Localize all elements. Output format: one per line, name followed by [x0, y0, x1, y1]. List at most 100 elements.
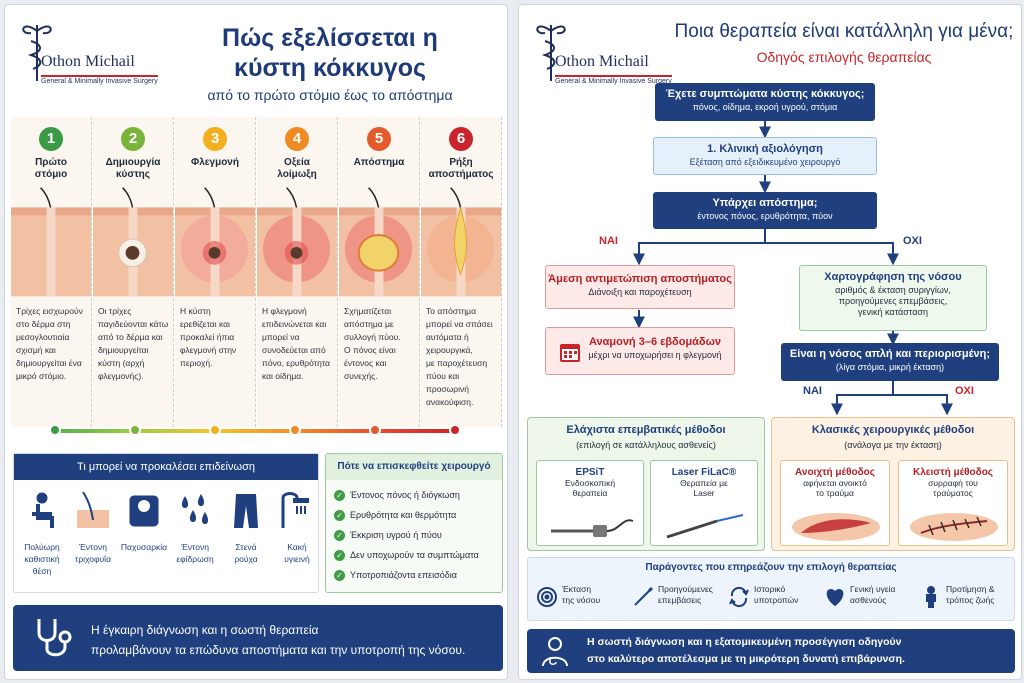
cause-label-line: Έντονη [181, 542, 209, 552]
stage-description-line: συλλογή πύου. [344, 332, 401, 342]
stage-description-line: μικρό στόμιο. [16, 371, 67, 381]
stage-description-line: από το δέρμα και [98, 332, 163, 342]
banner-line-2: στο καλύτερο αποτέλεσμα με τη μικρότερη … [587, 653, 905, 665]
visit-item: ✓ Έντονος πόνος ή διόγκωση [334, 490, 460, 502]
cause-label-line: υγιεινή [284, 554, 310, 564]
clinic-tagline: General & Minimally Invasive Surgery [41, 75, 158, 85]
stage-description-line: με παροχέτευση [426, 358, 488, 368]
cause-label: Στενά ρούχα [220, 541, 272, 565]
no-label-abscess: ΟΧΙ [903, 235, 922, 247]
yes-label-simple: ΝΑΙ [803, 385, 822, 397]
stage-name: Φλεγμονή [175, 157, 255, 169]
stage-description-line: μεσογλουτιαία [16, 332, 70, 342]
factor-item: Προτίμηση &τρόπος ζωής [918, 580, 1014, 616]
stage-number: 3 [203, 127, 227, 151]
bottom-banner: Η έγκαιρη διάγνωση και η σωστή θεραπεία … [13, 605, 503, 671]
minimal-sub: (επιλογή σε κατάλληλους ασθενείς) [576, 440, 716, 450]
closed-method-line-2: τραύματος [933, 488, 973, 498]
cause-label-line: εφίδρωση [176, 554, 214, 564]
open-method-card: Ανοιχτή μέθοδος αφήνεται ανοικτό το τραύ… [780, 460, 890, 546]
skin-illustration [421, 187, 501, 297]
symptoms-question-title: Έχετε συμπτώματα κύστης κόκκυγος; [665, 88, 865, 100]
laser-probe-icon [666, 514, 744, 539]
cause-label-line: ρούχα [234, 554, 258, 564]
check-icon: ✓ [334, 510, 345, 522]
mapping-title: Χαρτογράφηση της νόσου [824, 271, 962, 283]
scale-icon [129, 495, 159, 527]
title-line-1: Πώς εξελίσσεται η [222, 24, 438, 52]
disease-mapping-box: Χαρτογράφηση της νόσου αριθμός & έκταση … [799, 265, 987, 331]
stage-description-line: ανακούφιση. [426, 397, 474, 407]
stage-number: 1 [39, 127, 63, 151]
page-subtitle: από το πρώτο στόμιο έως το απόστημα [207, 87, 453, 103]
causes-title: Τι μπορεί να προκαλέσει επιδείνωση [14, 454, 318, 480]
timeline-dot [49, 424, 61, 436]
stage-name-line-2: κύστης [115, 169, 150, 180]
cause-label-line: Στενά [235, 542, 257, 552]
stage-description-line: χειρουργικά, [426, 345, 473, 355]
stage-description-line: Η φλεγμονή [262, 306, 307, 316]
open-method-line-2: το τραύμα [816, 488, 854, 498]
factor-label-line-2: της νόσου [562, 595, 601, 605]
laser-line-1: Θεραπεία με [680, 478, 728, 488]
stage-description-line: Σχηματίζεται [344, 306, 392, 316]
closed-method-card: Κλειστή μέθοδος συρραφή του τραύματος [898, 460, 1008, 546]
visit-item: ✓Υποτροπιάζοντα επεισόδια [334, 570, 457, 582]
simple-disease-title: Είναι η νόσος απλή και περιορισμένη; [789, 348, 991, 360]
stage-description-line: πόνο, ερυθρότητα [262, 358, 330, 368]
clinical-evaluation-box: 1. Κλινική αξιολόγηση Εξέταση από εξειδι… [653, 137, 877, 175]
classic-title: Κλασικές χειρουργικές μέθοδοι [811, 424, 975, 436]
stage-description-line: Το απόστημα [426, 306, 476, 316]
wait-period-title: Αναμονή 3–6 εβδομάδων [588, 336, 722, 348]
evaluation-title: 1. Κλινική αξιολόγηση [707, 143, 823, 155]
timeline-dot [209, 424, 221, 436]
stage-description-line: σχισμή και [16, 345, 56, 355]
banner-line-1: Η σωστή διάγνωση και η εξατομικευμένη πρ… [587, 636, 902, 648]
stage-description-line: περιοχή. [180, 358, 213, 368]
visit-item: ✓Δεν υποχωρούν τα συμπτώματα [334, 550, 479, 562]
abscess-question-title: Υπάρχει απόστημα; [712, 197, 818, 209]
factor-label-line-1: Προηγούμενες [658, 584, 713, 594]
stage-description-line: Ο πόνος είναι [344, 345, 396, 355]
mapping-sub-2: προηγούμενες επεμβάσεις, [838, 296, 948, 306]
factor-label-line-1: Προτίμηση & [946, 584, 995, 594]
factor-label-line-2: υποτροπών [754, 595, 799, 605]
visit-item-text: Έντονος πόνος ή διόγκωση [350, 490, 460, 500]
closed-method-line-1: συρραφή του [928, 478, 978, 488]
stage-name: Απόστημα [339, 157, 419, 169]
page-title: Πώς εξελίσσεται η κύστη κόκκυγος [155, 23, 505, 83]
stage-name-line-2: στόμιο [34, 169, 68, 180]
laser-filac-card: Laser FiLaC® Θεραπεία με Laser [650, 460, 758, 546]
visit-title: Πότε να επισκεφθείτε χειρουργό [326, 454, 502, 480]
stage-description-line: παγιδεύονται κάτω [98, 319, 169, 329]
epsit-line-2: θεραπεία [572, 488, 608, 498]
title-line-2: κύστη κόκκυγος [234, 54, 426, 82]
caduceus-icon [536, 25, 566, 81]
factor-label-line-1: Ιστορικό [754, 584, 786, 594]
stage-number: 2 [121, 127, 145, 151]
severity-timeline [49, 429, 459, 433]
stage-description-line: προσωρινή [426, 384, 470, 394]
treatment-guide-panel: Othon Michail General & Minimally Invasi… [518, 4, 1022, 680]
flowchart-connectors [633, 121, 953, 416]
check-icon: ✓ [334, 490, 345, 502]
classic-surgery-box: Κλασικές χειρουργικές μέθοδοι (ανάλογα μ… [771, 417, 1015, 551]
stage-description-line: μπορεί να σπάσει [426, 319, 493, 329]
abscess-question: Υπάρχει απόστημα; έντονος πόνος, ερυθρότ… [653, 192, 877, 229]
stage-name-line-1: Φλεγμονή [191, 157, 239, 168]
calendar-icon [560, 344, 580, 362]
caduceus-icon [22, 25, 52, 81]
factor-label-line-2: ασθενούς [850, 595, 887, 605]
